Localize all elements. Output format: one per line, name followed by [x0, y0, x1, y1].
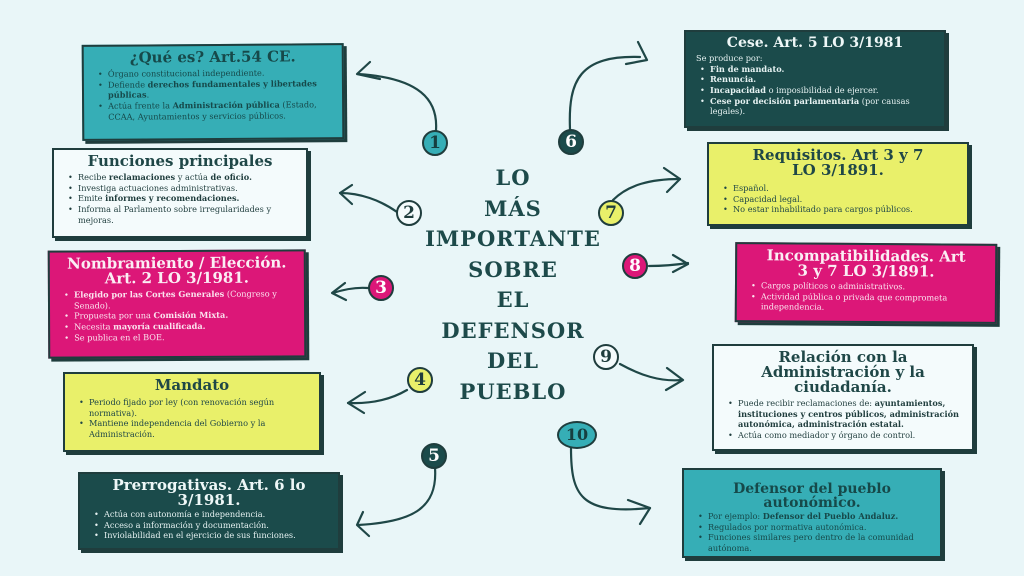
arrow-7 — [611, 177, 682, 202]
title-line: EL — [496, 287, 530, 312]
list-item: Investiga actuaciones administrativas. — [64, 183, 296, 194]
card-title: Funciones principales — [87, 152, 273, 170]
number-badge-6: 6 — [558, 129, 584, 155]
card-title: Incompatibilidades. Art 3 y 7 LO 3/1891. — [766, 246, 966, 281]
number-badge-5: 5 — [421, 443, 447, 469]
arrow-6 — [568, 55, 642, 131]
card-incompatibilidades: Incompatibilidades. Art 3 y 7 LO 3/1891.… — [734, 242, 998, 324]
card-mandato: Mandato Periodo fijado por ley (con reno… — [63, 372, 321, 452]
number-badge-8: 8 — [622, 253, 648, 279]
arrow-2 — [338, 191, 399, 214]
list-item: Actúa con autonomía e independencia. — [90, 509, 328, 520]
title-line: DEL — [487, 348, 539, 373]
list-item: Actúa como mediador y órgano de control. — [724, 430, 962, 441]
list-item: Actúa frente la Administración pública (… — [94, 99, 332, 122]
arrow-1 — [356, 72, 438, 132]
number-badge-4: 4 — [407, 367, 433, 393]
card-title: Mandato — [154, 376, 230, 394]
list-item: Actividad pública o privada que comprome… — [747, 291, 985, 314]
card-title: Relación con la Administración y la ciud… — [761, 348, 925, 396]
list-item: Cese por decisión parlamentaria (por cau… — [696, 96, 934, 117]
card-autonomico: Defensor del pueblo autonómico. Por ejem… — [682, 468, 942, 558]
card-title: ¿Qué es? Art.54 CE. — [129, 47, 296, 67]
arrow-10 — [569, 446, 652, 511]
card-funciones: Funciones principales Recibe reclamacion… — [52, 148, 308, 238]
card-intro: Se produce por: — [696, 53, 763, 63]
list-item: Por ejemplo: Defensor del Pueblo Andaluz… — [694, 511, 930, 522]
list-item: Incapacidad o imposibilidad de ejercer. — [696, 85, 934, 96]
card-title: Defensor del pueblo autonómico. — [733, 481, 891, 511]
card-relacion: Relación con la Administración y la ciud… — [712, 344, 974, 451]
card-title: Cese. Art. 5 LO 3/1981 — [726, 35, 904, 51]
arrow-4 — [346, 388, 409, 405]
title-line: MÁS — [484, 195, 542, 221]
list-item: Se publica en el BOE. — [60, 331, 294, 343]
list-item: Informa al Parlamento sobre irregularida… — [64, 204, 296, 225]
card-nombramiento: Nombramiento / Elección. Art. 2 LO 3/198… — [47, 249, 307, 359]
card-title: Requisitos. Art 3 y 7 LO 3/1891. — [752, 146, 924, 179]
list-item: Mantiene independencia del Gobierno y la… — [75, 418, 309, 439]
list-item: Defiende derechos fundamentales y libert… — [94, 78, 332, 101]
card-title: Nombramiento / Elección. Art. 2 LO 3/198… — [67, 253, 287, 288]
list-item: Capacidad legal. — [719, 194, 957, 205]
arrow-3 — [331, 286, 370, 295]
number-badge-1: 1 — [422, 130, 448, 156]
list-item: Regulados por normativa autonómica. — [694, 522, 930, 533]
list-item: Acceso a información y documentación. — [90, 520, 328, 531]
list-item: Inviolabilidad en el ejercicio de sus fu… — [90, 530, 328, 541]
card-cese: Cese. Art. 5 LO 3/1981 Se produce por: F… — [684, 30, 946, 128]
title-line: DEFENSOR — [441, 317, 585, 343]
list-item: Recibe reclamaciones y actúa de oficio. — [64, 172, 296, 183]
list-item: Periodo fijado por ley (con renovación s… — [75, 397, 309, 418]
list-item: Funciones similares pero dentro de la co… — [694, 532, 930, 553]
card-requisitos: Requisitos. Art 3 y 7 LO 3/1891. Español… — [707, 142, 969, 226]
list-item: No estar inhabilitado para cargos públic… — [719, 204, 957, 215]
number-badge-10: 10 — [557, 421, 597, 449]
number-badge-9: 9 — [593, 344, 619, 370]
card-que-es: ¿Qué es? Art.54 CE. Órgano constituciona… — [81, 43, 345, 141]
list-item: Emite informes y recomendaciones. — [64, 193, 296, 204]
title-line: LO — [495, 165, 531, 190]
list-item: Puede recibir reclamaciones de: ayuntami… — [724, 398, 962, 430]
list-item: Fin de mandato. — [696, 64, 934, 75]
list-item: Renuncia. — [696, 74, 934, 85]
title-line: SOBRE — [468, 256, 558, 282]
arrow-9 — [618, 362, 684, 382]
arrow-8 — [647, 261, 690, 268]
card-title: Prerrogativas. Art. 6 lo 3/1981. — [112, 476, 306, 509]
number-badge-2: 2 — [396, 200, 422, 226]
number-badge-7: 7 — [598, 200, 624, 226]
title-line: IMPORTANTE — [425, 226, 601, 251]
title-line: PUEBLO — [459, 378, 567, 404]
card-prerrogativas: Prerrogativas. Art. 6 lo 3/1981. Actúa c… — [78, 472, 340, 550]
arrow-5 — [356, 466, 437, 527]
list-item: Elegido por las Cortes Generales (Congre… — [60, 288, 294, 311]
number-badge-3: 3 — [368, 275, 394, 301]
list-item: Español. — [719, 183, 957, 194]
center-title: LO MÁS IMPORTANTE SOBRE EL DEFENSOR DEL … — [420, 163, 606, 407]
